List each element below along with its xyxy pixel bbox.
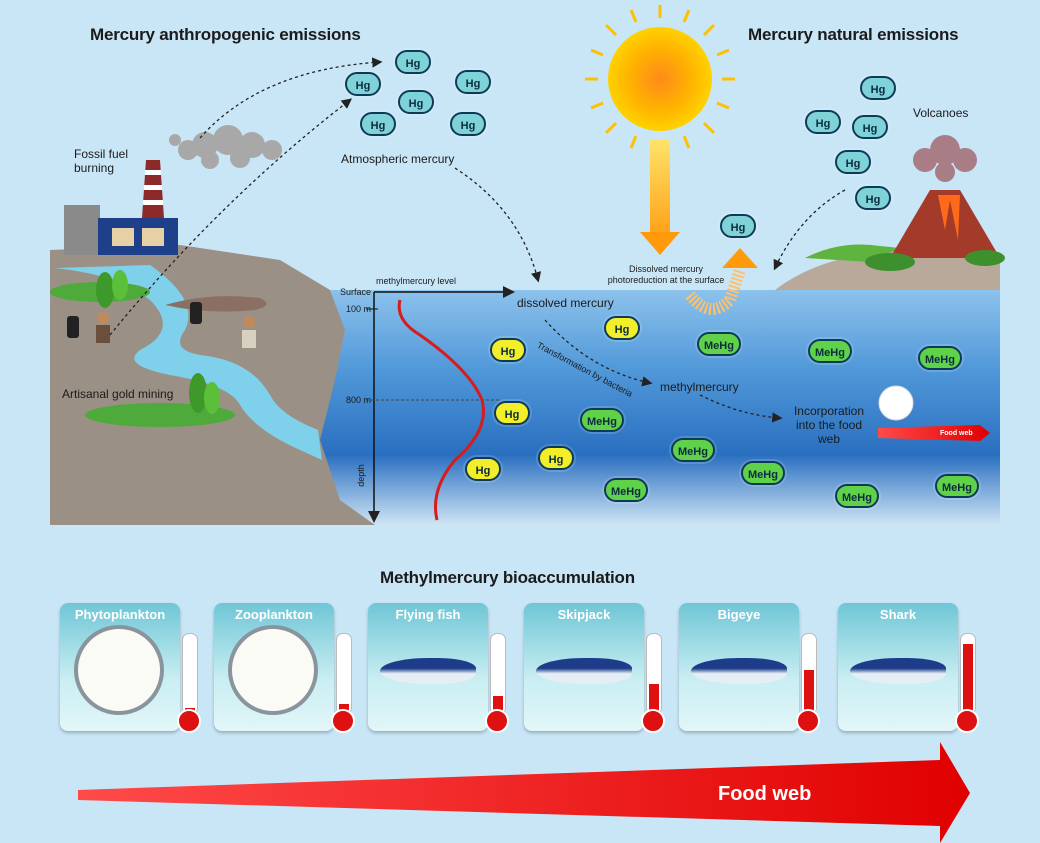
plankton-dish-icon bbox=[228, 625, 318, 715]
factory bbox=[64, 160, 178, 255]
hg-badge: Hg bbox=[395, 50, 431, 74]
food-web-small-label: Food web bbox=[940, 430, 973, 437]
thermometer-fill bbox=[804, 670, 814, 714]
hg-badge: Hg bbox=[720, 214, 756, 238]
food-web-big-arrow bbox=[78, 742, 970, 843]
mehg-badge: MeHg bbox=[935, 474, 979, 498]
hg-badge: Hg bbox=[455, 70, 491, 94]
mehg-badge: MeHg bbox=[741, 461, 785, 485]
hg-badge: Hg bbox=[855, 186, 891, 210]
incorporation-label: Incorporation into the food web bbox=[793, 404, 865, 446]
organism-name: Shark bbox=[879, 607, 917, 622]
mehg-badge: MeHg bbox=[835, 484, 879, 508]
depth-100-label: 100 m bbox=[346, 304, 372, 314]
hg-badge: Hg bbox=[490, 338, 526, 362]
bioaccumulation-thermometer bbox=[646, 633, 662, 715]
organism-card: Flying fish bbox=[368, 603, 488, 731]
organism-card: Zooplankton bbox=[214, 603, 334, 731]
organism-name: Zooplankton bbox=[235, 607, 313, 622]
mehg-badge: MeHg bbox=[580, 408, 624, 432]
miners bbox=[96, 312, 256, 348]
bioaccumulation-title: Methylmercury bioaccumulation bbox=[380, 568, 635, 587]
hg-badge: Hg bbox=[494, 401, 530, 425]
fish-icon bbox=[536, 658, 632, 684]
methyl-level-label: methylmercury level bbox=[376, 276, 457, 286]
hg-badge: Hg bbox=[465, 457, 501, 481]
bioaccumulation-thermometer bbox=[336, 633, 352, 715]
mehg-badge: MeHg bbox=[671, 438, 715, 462]
thermometer-bulb bbox=[641, 709, 665, 733]
bioaccumulation-thermometer bbox=[182, 633, 198, 715]
thermometer-bulb bbox=[331, 709, 355, 733]
artisanal-label: Artisanal gold mining bbox=[62, 387, 174, 401]
mehg-badge: MeHg bbox=[697, 332, 741, 356]
arrow-mining-to-atm bbox=[109, 98, 353, 336]
arrow-fossil-to-atm bbox=[199, 57, 383, 139]
arrow-dissolved-to-methyl bbox=[544, 319, 653, 387]
arrow-atm-to-ocean bbox=[454, 167, 542, 283]
fish-icon bbox=[691, 658, 787, 684]
food-web-small-arrow bbox=[878, 425, 990, 441]
river bbox=[55, 265, 322, 460]
atmospheric-label: Atmospheric mercury bbox=[341, 152, 455, 166]
sun-beam bbox=[650, 140, 670, 232]
hg-badge: Hg bbox=[450, 112, 486, 136]
food-web-big-label: Food web bbox=[718, 783, 812, 805]
dissolved-label: dissolved mercury bbox=[517, 296, 614, 310]
hg-badge: Hg bbox=[538, 446, 574, 470]
hg-badge: Hg bbox=[805, 110, 841, 134]
bioaccumulation-thermometer bbox=[490, 633, 506, 715]
hg-badge: Hg bbox=[398, 90, 434, 114]
mehg-badge: MeHg bbox=[918, 346, 962, 370]
hg-badge: Hg bbox=[860, 76, 896, 100]
thermometer-bulb bbox=[955, 709, 979, 733]
sun-icon bbox=[585, 5, 735, 153]
organism-card: Bigeye bbox=[679, 603, 799, 731]
organism-name: Phytoplankton bbox=[74, 607, 166, 622]
bioaccumulation-thermometer bbox=[801, 633, 817, 715]
hg-badge: Hg bbox=[604, 316, 640, 340]
depth-800-label: 800 m bbox=[346, 395, 372, 405]
organism-card: Shark bbox=[838, 603, 958, 731]
bioaccumulation-thermometer bbox=[960, 633, 976, 715]
anthropogenic-title: Mercury anthropogenic emissions bbox=[90, 25, 361, 44]
surface-label: Surface bbox=[340, 287, 372, 297]
fish-icon bbox=[850, 658, 946, 684]
volcano-smoke bbox=[913, 135, 977, 182]
hg-badge: Hg bbox=[852, 115, 888, 139]
thermometer-bulb bbox=[796, 709, 820, 733]
organism-name: Skipjack bbox=[557, 607, 611, 622]
methylmercury-profile bbox=[397, 299, 485, 521]
arrow-methyl-to-foodweb bbox=[699, 394, 783, 423]
hg-badge: Hg bbox=[360, 112, 396, 136]
thermometer-bulb bbox=[177, 709, 201, 733]
thermometer-fill bbox=[649, 683, 659, 714]
plankton-dish bbox=[878, 385, 914, 421]
natural-title: Mercury natural emissions bbox=[748, 25, 959, 44]
volcanoes-label: Volcanoes bbox=[913, 106, 969, 120]
fossil-fuel-label: Fossil fuel burning bbox=[74, 147, 129, 175]
photoreduction-label: Dissolved mercury photoreduction at the … bbox=[607, 264, 725, 285]
hg-badge: Hg bbox=[345, 72, 381, 96]
smoke bbox=[169, 125, 282, 169]
mehg-badge: MeHg bbox=[808, 339, 852, 363]
organism-card: Skipjack bbox=[524, 603, 644, 731]
organism-name: Flying fish bbox=[395, 607, 461, 622]
mehg-badge: MeHg bbox=[604, 478, 648, 502]
depth-label: depth bbox=[355, 464, 366, 487]
fish-icon bbox=[380, 658, 476, 684]
thermometer-fill bbox=[963, 643, 973, 714]
organism-name: Bigeye bbox=[717, 607, 761, 622]
trees bbox=[96, 270, 220, 414]
hg-badge: Hg bbox=[835, 150, 871, 174]
plankton-dish-icon bbox=[74, 625, 164, 715]
organism-card: Phytoplankton bbox=[60, 603, 180, 731]
thermometer-bulb bbox=[485, 709, 509, 733]
thermometer-fill bbox=[493, 696, 503, 714]
hg-bottles bbox=[67, 302, 202, 338]
methylmercury-label: methylmercury bbox=[660, 380, 739, 394]
